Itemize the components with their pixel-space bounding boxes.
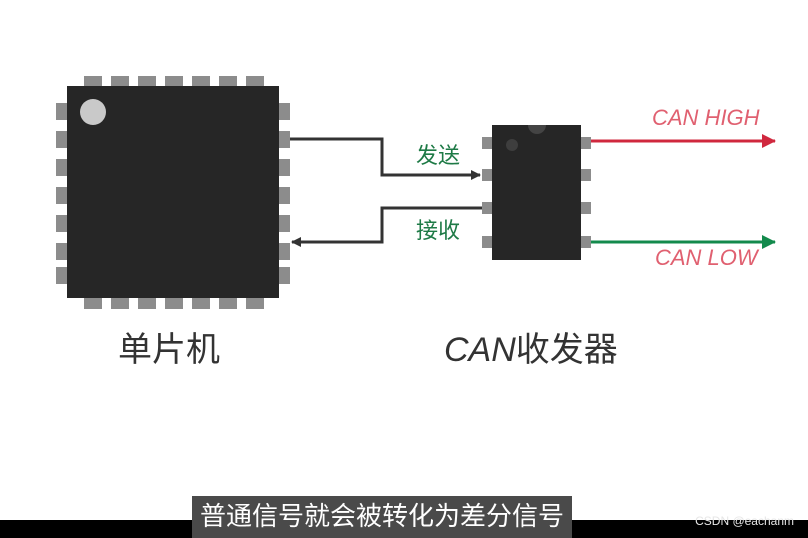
can-transceiver-chip [482, 125, 591, 260]
transceiver-pin1-marker [506, 139, 518, 151]
receive-label: 接收 [416, 219, 461, 244]
can-low-label: CAN LOW [655, 245, 758, 270]
can-high-label: CAN HIGH [652, 105, 760, 130]
send-label: 发送 [416, 144, 461, 169]
mcu-pin1-marker [80, 99, 106, 125]
transceiver-label: CAN收发器 [444, 322, 618, 371]
transceiver-pins-right [580, 137, 591, 248]
mcu-pins-left [56, 103, 68, 284]
transceiver-pins-left [482, 137, 493, 248]
mcu-pins-bottom [84, 298, 264, 309]
mcu-chip [56, 76, 290, 309]
mcu-body [67, 86, 279, 298]
mcu-pins-right [278, 103, 290, 284]
mcu-pins-top [84, 76, 264, 87]
mcu-label: 单片机 [118, 330, 220, 370]
subtitle: 普通信号就会被转化为差分信号 [192, 496, 573, 538]
transceiver-label-prefix: CAN [444, 331, 516, 369]
send-wire [290, 137, 481, 180]
transceiver-body [492, 125, 581, 260]
watermark: CSDN @eachanm [695, 514, 794, 528]
transceiver-label-suffix: 收发器 [515, 330, 618, 370]
transceiver-notch [528, 125, 546, 134]
receive-wire [291, 206, 484, 247]
